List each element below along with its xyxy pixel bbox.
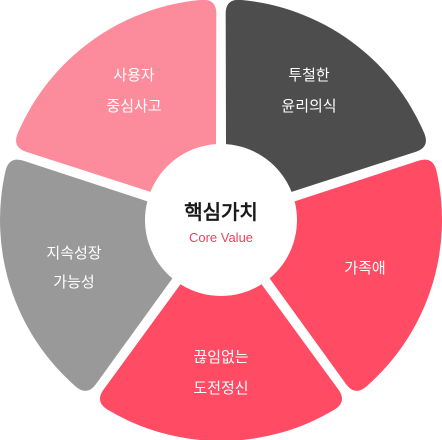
segment-2 [225,0,426,192]
center-title: 핵심가치 [184,200,258,224]
segment-1-label-line-1: 사용자 [113,66,155,84]
segment-5 [0,159,173,391]
segment-5-label-line-1: 지속성장 [46,244,101,262]
center-subtitle: Core Value [189,230,253,245]
segment-4-label-line-1: 끊임없는 [193,348,248,366]
segment-1 [16,0,217,192]
center-label: 핵심가치 Core Value [184,200,258,245]
segment-2-label-line-1: 투철한 [288,66,330,84]
segment-4-label-line-2: 도전정신 [193,379,248,397]
segment-4 [99,284,343,440]
segment-2-label-line-2: 윤리의식 [281,97,336,115]
segment-labels: 사용자 중심사고 투철한 윤리의식 가족애 끊임없는 도전정신 지속성장 가능성 [46,66,385,397]
segment-5-label-line-2: 가능성 [53,273,94,291]
segment-3 [269,159,442,391]
segment-1-label-line-2: 중심사고 [106,97,161,115]
segment-3-label-line-1: 가족애 [344,259,385,277]
